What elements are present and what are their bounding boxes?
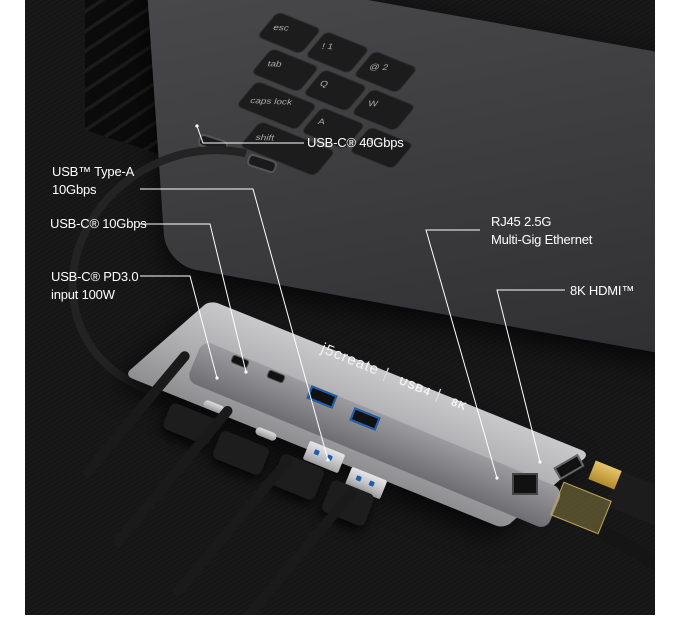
product-photo: esc ! 1 @ 2 Q W A S tab caps lock shift … — [25, 0, 655, 615]
callout-usb-c-10gbps: USB-C® 10Gbps — [50, 216, 147, 231]
hub-rj45-port — [512, 473, 538, 495]
callout-usb-c-40gbps: USB-C® 40Gbps — [307, 135, 404, 150]
callout-8k-hdmi: 8K HDMI™ — [570, 283, 635, 298]
